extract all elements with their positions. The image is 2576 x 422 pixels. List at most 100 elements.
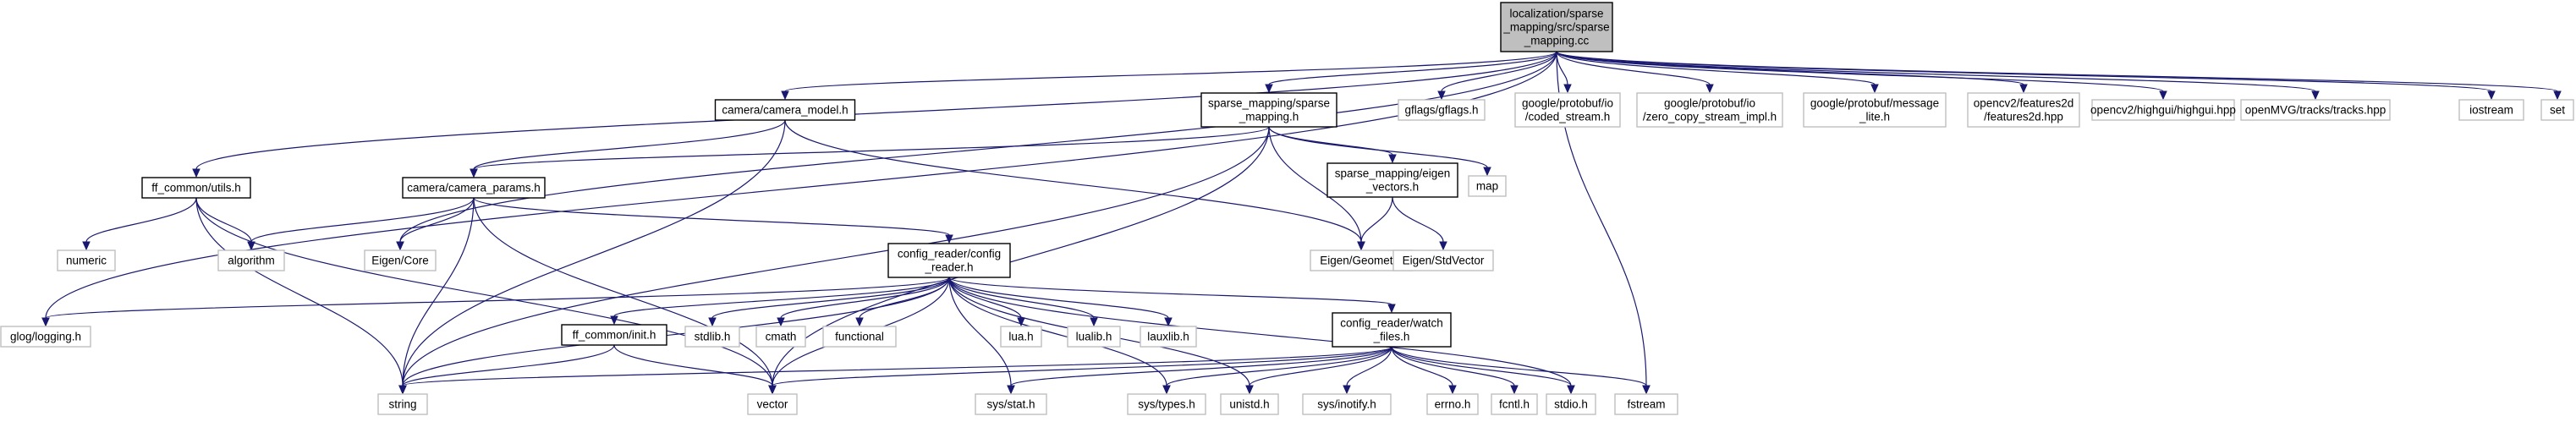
edge-line [772,346,1392,386]
edge-root-to-tracks [1556,51,2320,101]
node-zero-copy[interactable]: google/protobuf/io/zero_copy_stream_impl… [1636,92,1783,128]
arrowhead-icon [396,241,404,251]
node-map[interactable]: map [1468,175,1507,197]
arrowhead-icon [1439,241,1447,251]
node-gflags[interactable]: gflags/gflags.h [1398,99,1486,121]
edge-line [1391,346,1515,386]
node-label: _lite.h [1859,111,1890,123]
node-lauxlib[interactable]: lauxlib.h [1140,326,1197,348]
node-label: sys/inotify.h [1317,398,1376,411]
node-box [822,326,897,348]
edge-camera_model-to-camera_params [470,119,786,178]
node-label: _mapping.cc [1524,35,1590,47]
node-stdio[interactable]: stdio.h [1546,393,1596,415]
node-ff-utils[interactable]: ff_common/utils.h [141,177,251,199]
node-sys-stat[interactable]: sys/stat.h [975,393,1047,415]
node-label: glog/logging.h [10,331,81,343]
edge-line [784,119,1362,243]
node-camera-params[interactable]: camera/camera_params.h [402,177,546,199]
node-box [2091,99,2235,121]
node-label: vector [757,398,788,411]
node-config-reader[interactable]: config_reader/config_reader.h [887,243,1011,278]
node-message-lite[interactable]: google/protobuf/message_lite.h [1803,92,1947,128]
node-label: _mapping.h [1239,111,1299,123]
edge-ff_init-to-vector [613,344,777,395]
node-tracks[interactable]: openMVG/tracks/tracks.hpp [2240,99,2391,121]
edge-line [1268,51,1557,85]
node-sparse-mapping-h[interactable]: sparse_mapping/sparse_mapping.h [1200,92,1337,128]
node-lualib[interactable]: lualib.h [1067,326,1121,348]
node-eigen-vectors[interactable]: sparse_mapping/eigen_vectors.h [1326,162,1458,198]
node-label: Eigen/Core [371,255,429,267]
node-box [1392,249,1494,271]
arrowhead-icon [82,241,91,251]
node-label: ff_common/init.h [573,329,656,342]
node-coded-stream[interactable]: google/protobuf/io/coded_stream.h [1514,92,1621,128]
node-string[interactable]: string [377,393,428,415]
node-fstream[interactable]: fstream [1614,393,1678,415]
arrowhead-icon [1388,154,1397,164]
node-cmath[interactable]: cmath [755,326,806,348]
edge-line [1268,126,1362,243]
arrowhead-icon [1343,385,1351,395]
arrowhead-icon [768,385,777,395]
node-lua[interactable]: lua.h [1000,326,1042,348]
node-fcntl[interactable]: fcntl.h [1491,393,1538,415]
node-box [1514,92,1621,128]
edge-root-to-camera_model [781,51,1557,101]
node-eigen-core[interactable]: Eigen/Core [364,249,437,271]
edge-root-to-gflags [1437,51,1557,101]
node-glog[interactable]: glog/logging.h [0,326,91,348]
node-box [561,324,667,346]
node-label: lauxlib.h [1147,331,1189,343]
node-numeric[interactable]: numeric [57,249,116,271]
edge-root-to-message_lite [1556,51,1879,94]
arrowhead-icon [1164,317,1173,327]
node-functional[interactable]: functional [822,326,897,348]
node-box [1326,162,1458,198]
edge-root-to-iostream [1556,51,2496,101]
edge-line [948,277,1022,319]
edge-line [1360,196,1393,243]
arrowhead-icon [610,315,618,326]
node-algorithm[interactable]: algorithm [217,249,285,271]
arrowhead-icon [1007,385,1015,395]
node-box [1140,326,1197,348]
node-features2d[interactable]: opencv2/features2d/features2d.hpp [1967,92,2080,128]
edge-line [948,277,1095,319]
edge-root-to-sparse_mapping_h [1265,51,1557,94]
arrowhead-icon [1567,385,1575,395]
edge-line [948,277,1167,386]
arrowhead-icon [1448,385,1457,395]
node-box [1546,393,1596,415]
node-root: localization/sparse_mapping/src/sparse_m… [1500,2,1613,52]
node-label: ff_common/utils.h [151,182,241,195]
node-set[interactable]: set [2540,99,2574,121]
arrowhead-icon [1162,385,1171,395]
edge-line [1556,51,2558,92]
node-highgui[interactable]: opencv2/highgui/highgui.hpp [2090,99,2236,121]
node-box [1426,393,1479,415]
node-errno[interactable]: errno.h [1426,393,1479,415]
node-sys-inotify[interactable]: sys/inotify.h [1302,393,1392,415]
edge-camera_params-to-algorithm [247,197,475,251]
node-iostream[interactable]: iostream [2458,99,2524,121]
node-watch-files[interactable]: config_reader/watch_files.h [1332,312,1452,348]
node-vector[interactable]: vector [747,393,798,415]
node-box [57,249,116,271]
node-stdlib[interactable]: stdlib.h [684,326,740,348]
node-label: algorithm [228,255,275,267]
edge-line [784,51,1557,92]
node-sys-types[interactable]: sys/types.h [1127,393,1206,415]
node-eigen-stdvector[interactable]: Eigen/StdVector [1392,249,1494,271]
arrowhead-icon [1705,84,1714,94]
node-unistd[interactable]: unistd.h [1220,393,1279,415]
node-label: google/protobuf/message [1810,97,1939,110]
edge-config_reader-to-cmath [777,277,950,327]
edge-root-to-coded_stream [1556,51,1572,94]
arrowhead-icon [1437,90,1446,101]
node-box [1500,2,1613,52]
node-camera-model[interactable]: camera/camera_model.h [714,99,856,121]
node-ff-init[interactable]: ff_common/init.h [561,324,667,346]
